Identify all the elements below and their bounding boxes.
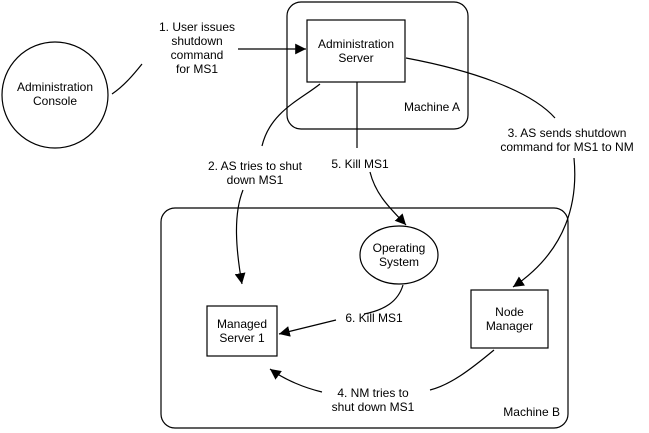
- arrow-step5-head: [369, 171, 407, 226]
- console-connector: [111, 63, 143, 95]
- admin-console-label: Administration Console: [16, 80, 94, 108]
- step6-label: 6. Kill MS1: [345, 311, 403, 325]
- machine-b-box: [160, 207, 569, 429]
- machine-a-label: Machine A: [403, 100, 460, 114]
- arrow-step6: [363, 284, 404, 315]
- node-manager-label: Node Manager: [485, 305, 534, 333]
- step5-label: 5. Kill MS1: [331, 157, 389, 171]
- arrow-step4: [429, 349, 495, 391]
- arrow-step3-head: [512, 157, 576, 288]
- admin-server-node: [306, 19, 406, 83]
- operating-system-label: Operating System: [372, 241, 426, 269]
- step3-label: 3. AS sends shutdown command for MS1 to …: [500, 126, 634, 154]
- machine-b-label: Machine B: [503, 405, 560, 419]
- admin-console-node: [1, 41, 109, 149]
- arrow-step6-head: [278, 319, 337, 337]
- step1-label: 1. User issues shutdown command for MS1: [158, 20, 236, 76]
- arrow-step4-head: [269, 368, 323, 393]
- arrow-step3: [405, 57, 556, 119]
- node-manager-node: [470, 289, 549, 349]
- arrow-step2: [261, 83, 321, 147]
- admin-server-label: Administration Server: [317, 37, 395, 65]
- operating-system-node: [359, 225, 439, 285]
- managed-server-node: [206, 305, 278, 357]
- step4-label: 4. NM tries to shut down MS1: [331, 386, 415, 414]
- arrow-step2-head: [234, 189, 246, 285]
- step2-label: 2. AS tries to shut down MS1: [207, 159, 303, 187]
- machine-a-box: [286, 1, 469, 130]
- managed-server-label: Managed Server 1: [216, 317, 268, 345]
